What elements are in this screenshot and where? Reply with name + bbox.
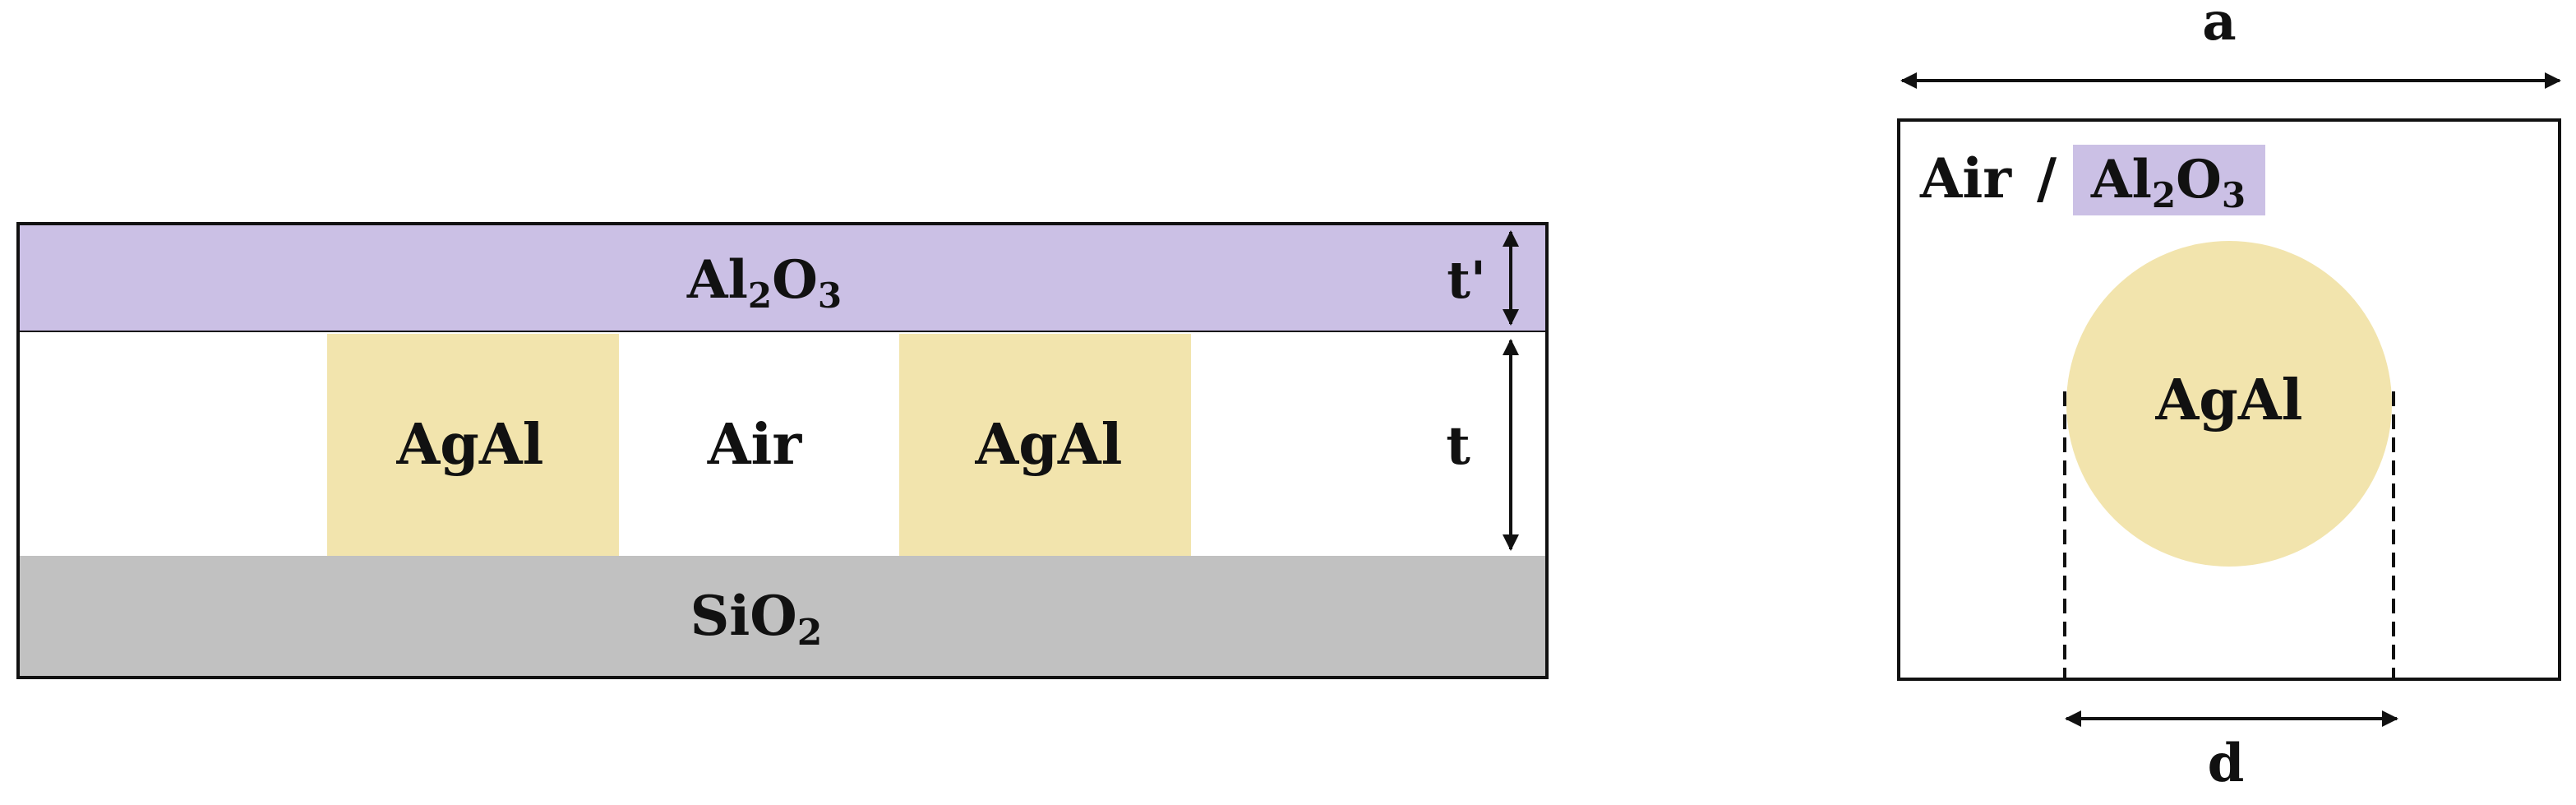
agal-pillar-left bbox=[327, 334, 619, 556]
air-layer bbox=[18, 332, 1547, 556]
cross-section-frame bbox=[16, 222, 1549, 679]
a-label: a bbox=[2202, 0, 2236, 53]
agal-pillar-left-label: AgAl bbox=[396, 412, 544, 478]
top-view: a Air / Al2O3 AgAl d bbox=[1897, 0, 2561, 794]
al2o3-coating-highlight bbox=[2073, 145, 2265, 215]
al2o3-layer bbox=[16, 222, 1549, 334]
t-prime-label: t' bbox=[1447, 250, 1486, 310]
air-label: Air bbox=[1919, 146, 2012, 211]
cross-section-view: Al2O3 AgAl Air AgAl SiO2 t' t bbox=[16, 222, 1549, 679]
d-label: d bbox=[2208, 733, 2245, 794]
sio2-substrate-label: SiO2 bbox=[690, 584, 823, 654]
agal-disk-label: AgAl bbox=[2155, 368, 2303, 433]
agal-pillar-right-label: AgAl bbox=[975, 412, 1123, 478]
sio2-substrate bbox=[18, 556, 1547, 678]
air-gap-label: Air bbox=[707, 412, 803, 478]
agal-pillar-right bbox=[899, 334, 1191, 556]
agal-disk bbox=[2066, 241, 2392, 567]
slash-label: / bbox=[2037, 146, 2057, 211]
al2o3-coating-label: Al2O3 bbox=[2090, 149, 2246, 215]
al2o3-layer-label: Al2O3 bbox=[686, 249, 842, 316]
t-label: t bbox=[1446, 415, 1470, 477]
